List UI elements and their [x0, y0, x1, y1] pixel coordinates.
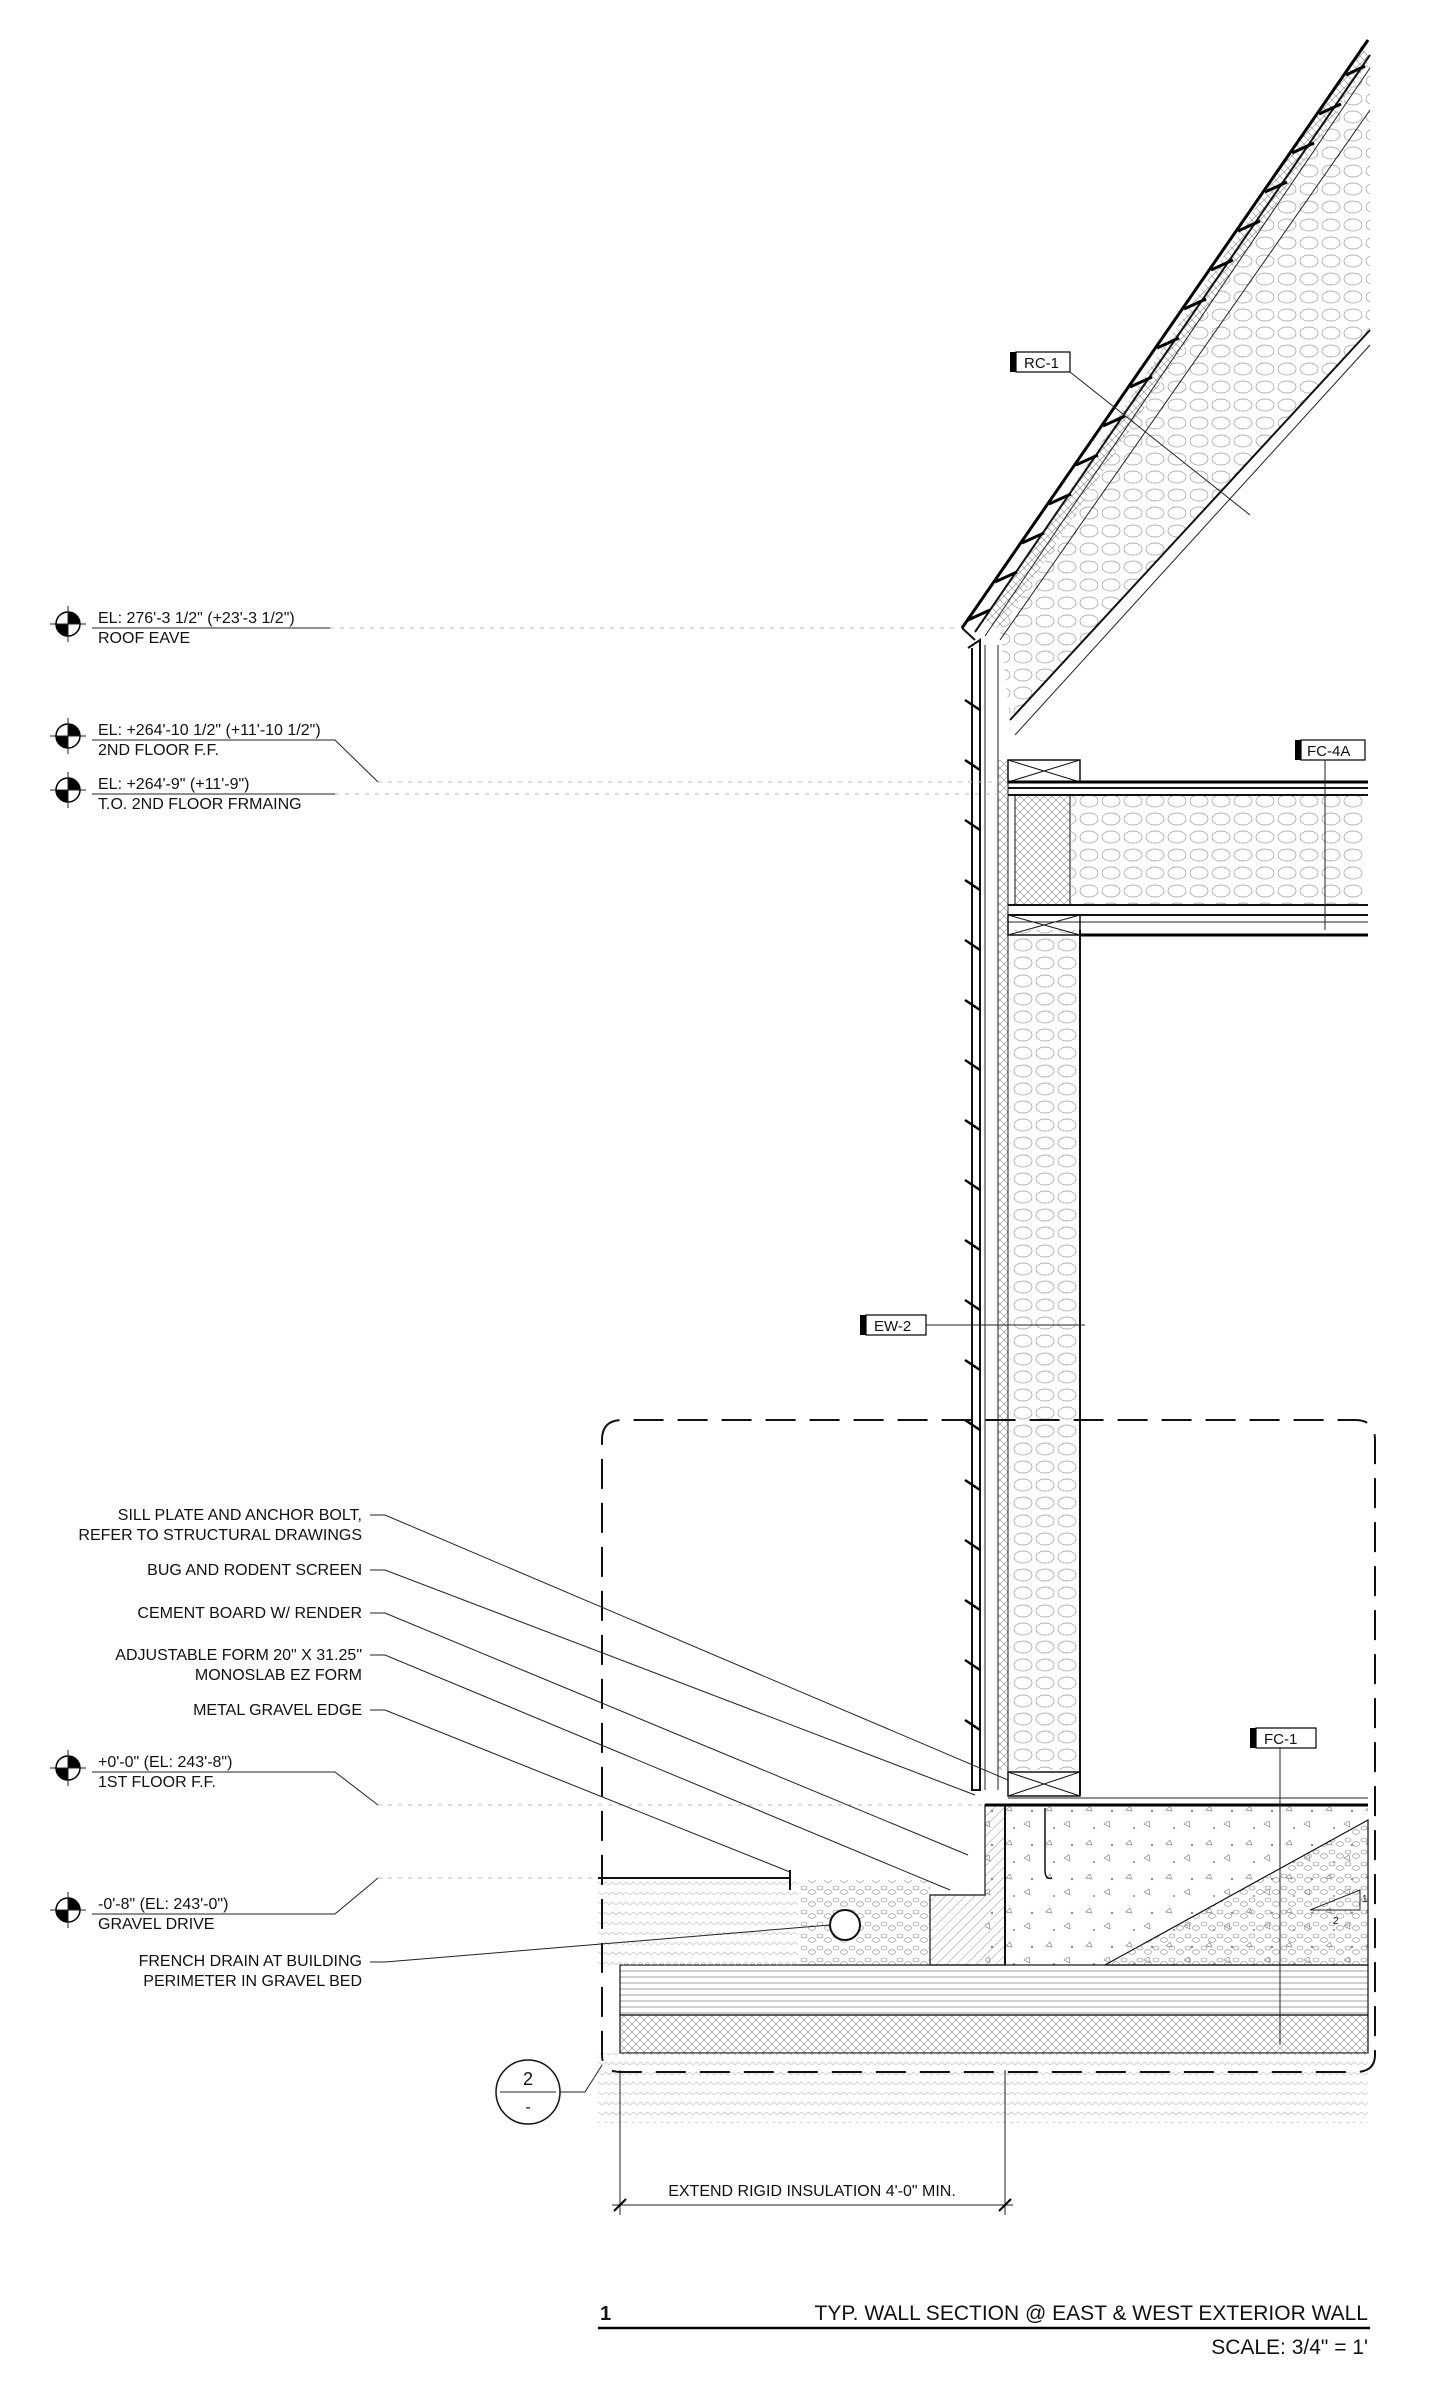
exterior-wall: [964, 638, 1081, 1797]
svg-text:RC-1: RC-1: [1024, 355, 1059, 372]
drawing-title: TYP. WALL SECTION @ EAST & WEST EXTERIOR…: [815, 2302, 1368, 2325]
slope-rise: 1: [1362, 1894, 1368, 1905]
elevation-marker-first-floor-ff: +0'-0" (EL: 243'-8") 1ST FLOOR F.F.: [50, 1750, 985, 1806]
insulation-dimension: EXTEND RIGID INSULATION 4'-0" MIN.: [612, 2070, 1013, 2215]
svg-text:FC-1: FC-1: [1264, 1731, 1297, 1748]
detail-callout[interactable]: 2 -: [495, 2059, 603, 2125]
elevation-name-roof-eave: ROOF EAVE: [98, 630, 190, 647]
slope-indicator: 1 2: [1309, 1889, 1368, 1927]
french-drain-pipe: [829, 1909, 861, 1941]
elevation-marker-roof-eave: EL: 276'-3 1/2" (+23'-3 1/2") ROOF EAVE: [50, 606, 960, 647]
detail-callout-sheet: -: [525, 2099, 530, 2116]
elevation-label-gravel-drive: -0'-8" (EL: 243'-0"): [98, 1896, 228, 1913]
drawing-number: 1: [600, 2303, 611, 2325]
note-adjustable-form-line2: MONOSLAB EZ FORM: [195, 1667, 362, 1684]
elevation-label-to-second-floor-framing: EL: +264'-9" (+11'-9"): [98, 776, 249, 793]
roof-assembly: [960, 39, 1371, 736]
assembly-tags: RC-1 FC-4A EW-2 FC-1: [860, 351, 1366, 2045]
svg-text:FC-4A: FC-4A: [1307, 743, 1350, 760]
roof-shingles: [967, 64, 1366, 622]
elevation-name-first-floor-ff: 1ST FLOOR F.F.: [98, 1774, 216, 1791]
detail-callout-number: 2: [523, 2069, 533, 2089]
drawing-scale: SCALE: 3/4" = 1': [1211, 2336, 1368, 2359]
elevation-label-second-floor-ff: EL: +264'-10 1/2" (+11'-10 1/2"): [98, 722, 321, 739]
elevation-marker-gravel-drive: -0'-8" (EL: 243'-0") GRAVEL DRIVE: [50, 1877, 598, 1933]
tag-ew2: EW-2: [860, 1314, 1085, 1336]
tag-fc1: FC-1: [1250, 1727, 1317, 2045]
note-adjustable-form-line1: ADJUSTABLE FORM 20" X 31.25": [115, 1647, 362, 1664]
svg-text:EW-2: EW-2: [874, 1318, 911, 1335]
second-floor-framing: [1007, 759, 1368, 937]
elevation-markers: EL: 276'-3 1/2" (+23'-3 1/2") ROOF EAVE …: [50, 606, 1008, 1933]
tag-rc1: RC-1: [1010, 351, 1251, 516]
elevation-marker-to-second-floor-framing: EL: +264'-9" (+11'-9") T.O. 2ND FLOOR FR…: [50, 772, 1008, 813]
elevation-label-roof-eave: EL: 276'-3 1/2" (+23'-3 1/2"): [98, 610, 295, 627]
elevation-name-gravel-drive: GRAVEL DRIVE: [98, 1916, 214, 1933]
elevation-name-to-second-floor-framing: T.O. 2ND FLOOR FRMAING: [98, 796, 302, 813]
foundation: [598, 1797, 1369, 2123]
elevation-name-second-floor-ff: 2ND FLOOR F.F.: [98, 742, 219, 759]
note-sill-plate-line1: SILL PLATE AND ANCHOR BOLT,: [118, 1507, 362, 1524]
elevation-marker-second-floor-ff: EL: +264'-10 1/2" (+11'-10 1/2") 2ND FLO…: [50, 718, 1008, 783]
elevation-label-first-floor-ff: +0'-0" (EL: 243'-8"): [98, 1754, 232, 1771]
enlarged-detail-boundary: [601, 1419, 1376, 2073]
wall-siding: [964, 698, 981, 1732]
note-bug-screen: BUG AND RODENT SCREEN: [147, 1562, 362, 1579]
dimension-label: EXTEND RIGID INSULATION 4'-0" MIN.: [668, 2183, 956, 2200]
slope-run: 2: [1333, 1916, 1339, 1927]
foundation-notes: SILL PLATE AND ANCHOR BOLT, REFER TO STR…: [78, 1507, 1009, 1990]
note-french-drain-line2: PERIMETER IN GRAVEL BED: [143, 1973, 362, 1990]
note-cement-board: CEMENT BOARD W/ RENDER: [137, 1605, 362, 1622]
note-gravel-edge: METAL GRAVEL EDGE: [193, 1702, 362, 1719]
note-sill-plate-line2: REFER TO STRUCTURAL DRAWINGS: [78, 1527, 362, 1544]
title-block: 1 TYP. WALL SECTION @ EAST & WEST EXTERI…: [598, 2302, 1370, 2359]
tag-fc4a: FC-4A: [1295, 739, 1366, 930]
note-french-drain-line1: FRENCH DRAIN AT BUILDING: [139, 1953, 362, 1970]
